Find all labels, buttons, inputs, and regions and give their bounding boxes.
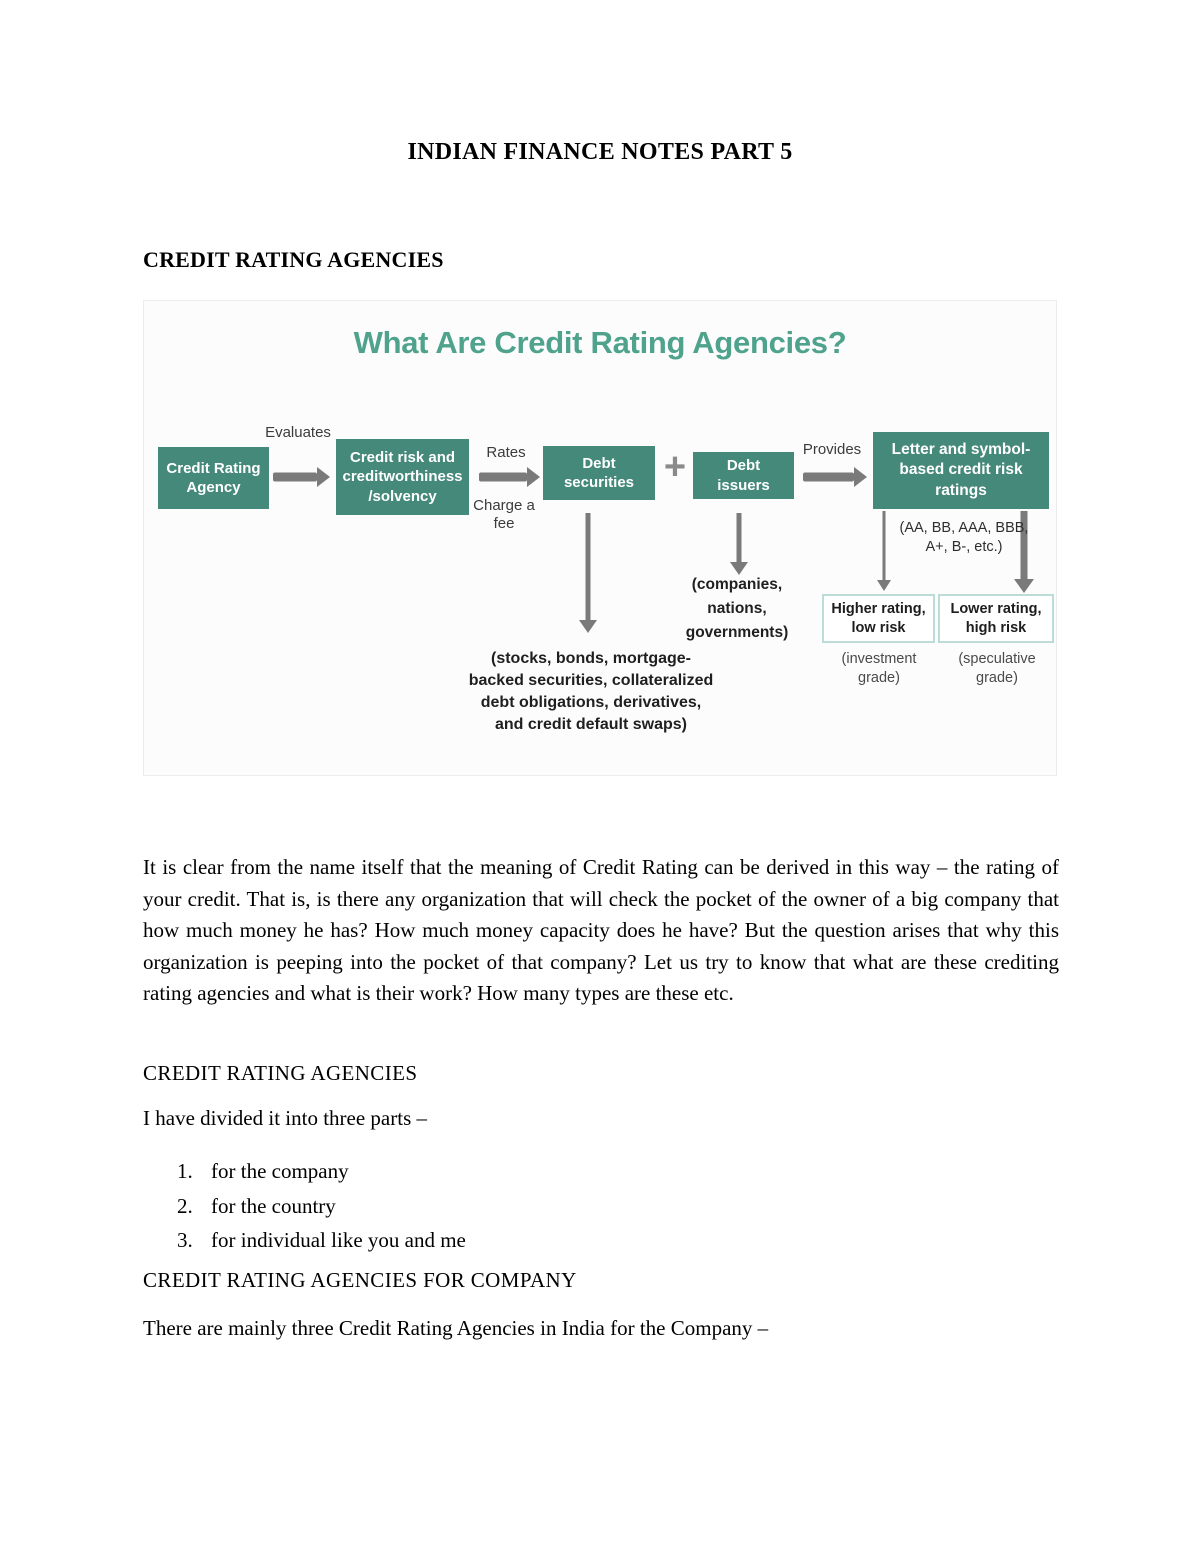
credit-rating-diagram: What Are Credit Rating Agencies? Evaluat… (143, 300, 1057, 776)
list-item-text: for the country (211, 1193, 336, 1218)
arrow-head (854, 467, 867, 487)
securities-examples-note: (stocks, bonds, mortgage-backed securiti… (468, 650, 714, 733)
arrow-right-icon (273, 467, 330, 487)
provides-label: Provides (802, 441, 862, 458)
arrow-shaft (882, 511, 886, 580)
subheading-credit-rating-agencies-for-company: CREDIT RATING AGENCIES FOR COMPANY (143, 1268, 577, 1292)
evaluates-label: Evaluates (265, 424, 331, 441)
investment-grade-note: (investment grade) (841, 651, 917, 686)
list-item-text: for individual like you and me (211, 1228, 466, 1252)
speculative-grade-note: (speculative grade) (958, 651, 1036, 686)
arrow-shaft (479, 472, 527, 482)
parts-list: 1. for the company 2. for the country 3. fo… (143, 1159, 466, 1263)
higher-rating-box: Higher rating, low risk (822, 594, 935, 643)
diagram-title: What Are Credit Rating Agencies? (353, 325, 847, 360)
arrow-head (579, 620, 597, 633)
rating-symbols-note: (AA, BB, AAA, BBB, A+, B-, etc.) (899, 520, 1029, 555)
debt-issuers-box: Debt issuers (693, 452, 794, 499)
arrow-down-icon (874, 511, 894, 591)
credit-risk-ratings-box: Letter and symbol-based credit risk rati… (873, 432, 1049, 509)
body-paragraph: It is clear from the name itself that th… (143, 855, 1059, 1005)
list-item-number: 2. (177, 1193, 193, 1218)
debt-securities-box: Debt securities (543, 446, 655, 500)
arrow-shaft (585, 513, 591, 620)
list-item-number: 3. (177, 1228, 193, 1252)
arrow-head (317, 467, 330, 487)
plus-icon: + (663, 446, 687, 488)
credit-rating-agency-box: Credit Rating Agency (158, 447, 269, 509)
arrow-head (877, 580, 891, 591)
arrow-shaft (273, 472, 317, 482)
list-item: 3. for individual like you and me (143, 1228, 466, 1263)
arrow-right-icon (803, 467, 867, 487)
rates-label: Rates (486, 444, 526, 461)
arrow-right-icon (479, 467, 540, 487)
arrow-shaft (736, 513, 742, 562)
arrow-down-icon (1014, 511, 1034, 593)
arrow-head (730, 562, 748, 575)
credit-risk-box: Credit risk and creditworthiness /solven… (336, 439, 469, 515)
arrow-head (527, 467, 540, 487)
list-item: 2. for the country (143, 1194, 466, 1229)
document-title: INDIAN FINANCE NOTES PART 5 (407, 139, 793, 165)
closing-line: There are mainly three Credit Rating Age… (143, 1316, 769, 1340)
arrow-head (1014, 579, 1034, 593)
arrow-shaft (1020, 511, 1028, 580)
list-item-number: 1. (177, 1159, 193, 1183)
subheading-credit-rating-agencies: CREDIT RATING AGENCIES (143, 1061, 418, 1085)
section-heading-credit-rating-agencies: CREDIT RATING AGENCIES (143, 247, 444, 272)
list-item: 1. for the company (143, 1159, 466, 1194)
arrow-shaft (803, 472, 854, 482)
intro-line: I have divided it into three parts – (143, 1106, 428, 1130)
list-item-text: for the company (211, 1159, 349, 1183)
issuers-examples-note: (companies, nations, governments) (685, 576, 789, 641)
lower-rating-box: Lower rating, high risk (938, 594, 1054, 643)
charge-a-fee-label: Charge a fee (473, 497, 535, 532)
arrow-down-icon (578, 513, 598, 633)
arrow-down-icon (729, 513, 749, 575)
